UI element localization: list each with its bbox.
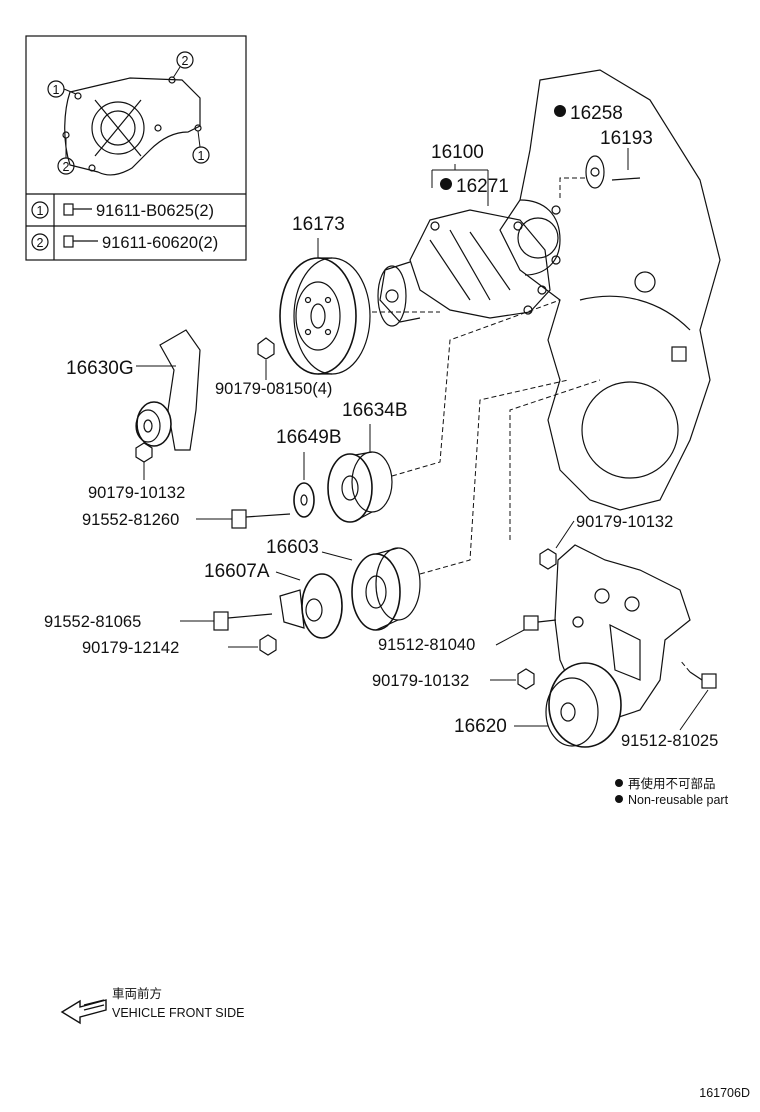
label-16603: 16603 [266,537,319,558]
inset-callout-1b-text: 1 [198,149,205,163]
tensioner-16607A [279,573,343,639]
diagram-id: 161706D [699,1086,750,1100]
bolt-icon [63,235,98,248]
direction-jp: 車両前方 [112,986,162,1001]
legend-non-reusable: 再使用不可部品 Non-reusable part [615,776,729,807]
nut-icon [539,548,557,570]
label-90179-12142: 90179-12142 [82,639,179,657]
label-91552-81065: 91552-81065 [44,613,141,631]
pulley-16634B [327,451,393,523]
bolt-icon [231,509,291,529]
inset-row-1: 1 91611-B0625(2) [31,201,214,220]
label-90179-08150: 90179-08150(4) [215,380,332,398]
label-16258: 16258 [570,103,623,124]
bolt-icon [213,611,273,631]
non-reusable-dot-icon [615,779,623,787]
inset-row-2: 2 91611-60620(2) [31,233,218,252]
inset-row-2-part: 91611-60620(2) [102,234,218,252]
inset-row-1-num: 1 [37,204,44,218]
non-reusable-dot-icon [440,178,452,190]
nut-icon [135,442,153,463]
front-arrow-icon [60,999,107,1025]
non-reusable-dot-icon [554,105,566,117]
gasket-16258 [585,155,605,189]
inset-pump-drawing [62,76,202,176]
non-reusable-dot-icon [615,795,623,803]
label-91512-81040: 91512-81040 [378,636,475,654]
bracket-16630G [135,329,201,451]
pulley-16603 [351,547,421,631]
label-91552-81260: 91552-81260 [82,511,179,529]
inset-callout-1b [192,146,210,164]
label-91512-81025: 91512-81025 [621,732,718,750]
inset-box: 1 2 2 1 1 91611-B0625(2) 2 916 [25,35,247,261]
legend-jp: 再使用不可部品 [628,776,716,791]
label-16271: 16271 [456,176,509,197]
label-16173: 16173 [292,214,345,235]
nut-icon [517,668,535,690]
label-16634B: 16634B [342,400,408,421]
inset-callout-2a-text: 2 [182,54,189,68]
pulley-icon [279,257,371,375]
engine-block-drawing [499,69,721,511]
washer-16649B [293,482,315,518]
inset-callout-2a [176,51,194,69]
bolt-icon [63,203,92,216]
label-90179-10132-b: 90179-10132 [576,513,673,531]
inset-callout-2b-text: 2 [63,160,70,174]
water-pump-16100 [377,209,551,327]
label-16649B: 16649B [276,427,342,448]
nut-icon [259,634,277,656]
inset-row-1-part: 91611-B0625(2) [96,202,214,220]
inset-callout-1a-text: 1 [53,83,60,97]
bolt-icon [523,615,557,631]
bolt-icon [689,671,717,689]
nut-icon [257,337,275,360]
label-16607A: 16607A [204,561,270,582]
label-16193: 16193 [600,128,653,149]
label-16100: 16100 [431,142,484,163]
label-16630G: 16630G [66,358,134,379]
bracket-16620 [545,544,691,748]
inset-row-2-num: 2 [37,236,44,250]
legend-en: Non-reusable part [628,793,729,807]
label-90179-10132-c: 90179-10132 [372,672,469,690]
direction-en: VEHICLE FRONT SIDE [112,1006,244,1020]
label-90179-10132-a: 90179-10132 [88,484,185,502]
stud-16193 [611,177,641,181]
label-16620: 16620 [454,716,507,737]
